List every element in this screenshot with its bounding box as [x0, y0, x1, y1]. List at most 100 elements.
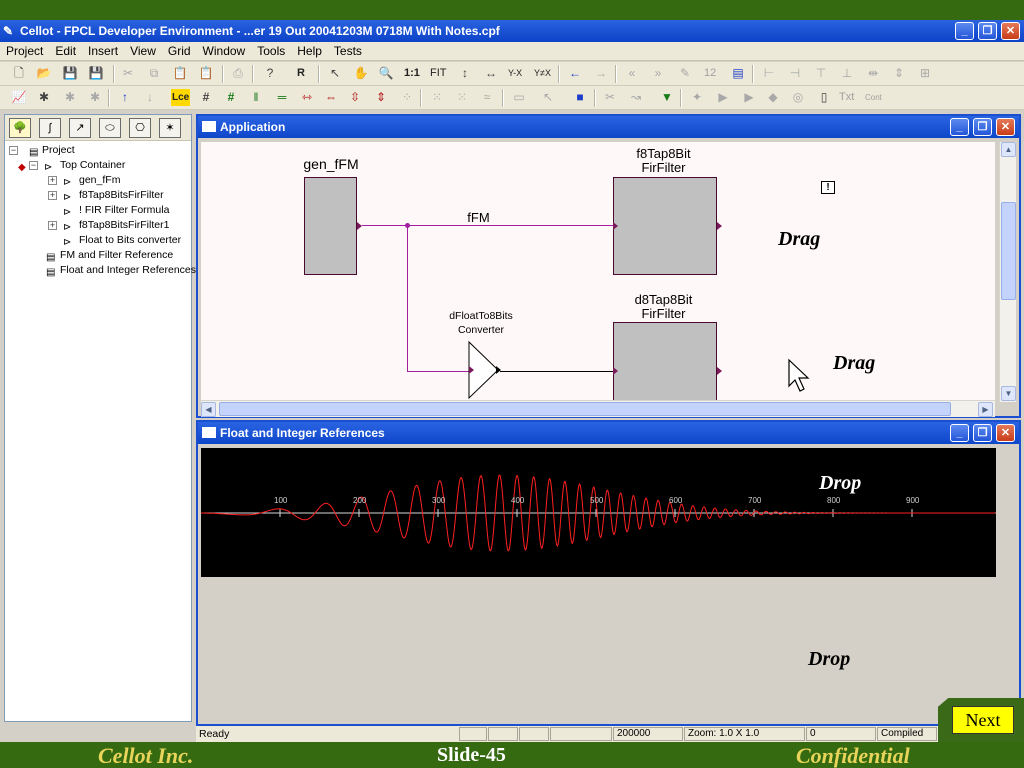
- tree-view-icon[interactable]: 🌳: [9, 118, 31, 138]
- app-maximize-button[interactable]: ❐: [973, 118, 992, 136]
- cut-icon[interactable]: ✂: [122, 66, 134, 80]
- menu-tests[interactable]: Tests: [333, 44, 362, 58]
- gear-icon[interactable]: ✱: [38, 90, 50, 104]
- label-button[interactable]: Lce: [171, 89, 191, 106]
- f8-filter-input-pin[interactable]: [613, 222, 618, 230]
- space-horizontal-icon[interactable]: ⇹: [867, 66, 879, 80]
- tree-item-f8tap8bitsfirfilter[interactable]: + ⊳ f8Tap8BitsFirFilter: [48, 189, 164, 203]
- cont-button[interactable]: Cont: [865, 93, 882, 102]
- notes-icon[interactable]: ▤: [732, 66, 744, 80]
- space-vertical-icon[interactable]: ⇕: [893, 66, 905, 80]
- gear-dim-icon[interactable]: ✱: [64, 90, 76, 104]
- pan-hand-icon[interactable]: ✋: [353, 66, 369, 80]
- scroll-thumb[interactable]: [1001, 202, 1016, 300]
- ratio-xy-button[interactable]: Y≠X: [534, 68, 551, 78]
- label-icon[interactable]: ⬭: [99, 118, 121, 138]
- function-icon[interactable]: ∫: [39, 118, 61, 138]
- menu-view[interactable]: View: [130, 44, 156, 58]
- r-button[interactable]: R: [297, 67, 305, 79]
- f8-filter-block[interactable]: [613, 177, 717, 275]
- folder-icon[interactable]: ▭: [513, 90, 525, 104]
- d8-filter-output-pin[interactable]: [717, 367, 722, 375]
- gear-dim-2-icon[interactable]: ✱: [89, 90, 101, 104]
- zoom-fit-button[interactable]: FIT: [430, 67, 447, 79]
- menu-help[interactable]: Help: [297, 44, 322, 58]
- d8-filter-block[interactable]: [613, 322, 717, 402]
- scroll-up-button[interactable]: ▲: [1001, 142, 1016, 157]
- circle-icon[interactable]: ◎: [792, 90, 804, 104]
- point-icon[interactable]: ◆: [768, 90, 778, 104]
- tree-item-fm-filter-reference[interactable]: ▤ FM and Filter Reference: [46, 249, 174, 263]
- app-close-button[interactable]: ✕: [996, 118, 1015, 136]
- rectangle-icon[interactable]: ■: [576, 90, 584, 104]
- schematic-canvas[interactable]: gen_fFM f8Tap8Bit FirFilter fFM ! d8Tap8…: [201, 142, 995, 402]
- connect-h-icon[interactable]: ⇿: [301, 90, 313, 104]
- f8-filter-output-pin[interactable]: [717, 222, 722, 230]
- menu-tools[interactable]: Tools: [257, 44, 286, 58]
- center-icon[interactable]: ⊞: [919, 66, 931, 80]
- fit-height-icon[interactable]: ↕: [462, 66, 468, 80]
- scroll-right-button[interactable]: ▶: [978, 402, 993, 417]
- app-vertical-scrollbar[interactable]: ▲ ▼: [999, 142, 1016, 402]
- menu-insert[interactable]: Insert: [88, 44, 119, 58]
- menu-edit[interactable]: Edit: [55, 44, 77, 58]
- horizontal-lines-icon[interactable]: ═: [277, 90, 287, 104]
- paste-special-icon[interactable]: 📋: [198, 66, 214, 80]
- back-arrow-icon[interactable]: ←: [569, 66, 581, 80]
- text-button[interactable]: Txt: [839, 91, 855, 103]
- copy-icon[interactable]: ⧉: [149, 66, 159, 80]
- ratio-yx-button[interactable]: Y-X: [508, 68, 523, 78]
- open-folder-icon[interactable]: 📂: [36, 66, 52, 80]
- probe-icon[interactable]: ✶: [159, 118, 181, 138]
- align-right-icon[interactable]: ⊣: [789, 66, 801, 80]
- scroll-down-button[interactable]: ▼: [1001, 386, 1016, 401]
- fit-width-icon[interactable]: ↔: [485, 66, 497, 80]
- plot-icon[interactable]: ↗: [69, 118, 91, 138]
- tree-item-top-container[interactable]: ◆ − ⊳ Top Container: [18, 159, 126, 173]
- first-page-icon[interactable]: «: [628, 66, 636, 80]
- connect-h2-icon[interactable]: ⇔: [325, 90, 337, 104]
- paste-icon[interactable]: 📋: [172, 66, 188, 80]
- zoom-icon[interactable]: 🔍: [378, 66, 394, 80]
- tree-item-gen-ffm[interactable]: + ⊳ gen_fFm: [48, 174, 121, 188]
- tree-item-float-integer-references[interactable]: ▤ Float and Integer References: [46, 264, 196, 278]
- references-title-bar[interactable]: Float and Integer References _ ❐ ✕: [198, 422, 1019, 444]
- note-marker-icon[interactable]: !: [821, 181, 835, 194]
- edit-page-icon[interactable]: ✎: [679, 66, 691, 80]
- app-horizontal-scrollbar[interactable]: ◀ ▶: [201, 400, 995, 417]
- d8-filter-input-pin[interactable]: [613, 367, 618, 375]
- step-icon[interactable]: ▶: [744, 90, 754, 104]
- menu-project[interactable]: Project: [6, 44, 44, 58]
- grid-icon[interactable]: #: [202, 90, 210, 104]
- refs-minimize-button[interactable]: _: [950, 424, 969, 442]
- wire-ffm-vertical[interactable]: [407, 225, 408, 372]
- reroute-icon[interactable]: ↝: [630, 90, 642, 104]
- next-button[interactable]: Next: [952, 706, 1014, 734]
- wire-ffm-horizontal[interactable]: [362, 225, 613, 226]
- select-pointer-icon[interactable]: ↖: [329, 66, 341, 80]
- run-icon[interactable]: ▶: [718, 90, 728, 104]
- tree-item-project[interactable]: − ▤ Project: [9, 144, 75, 158]
- save-icon[interactable]: 💾: [62, 66, 78, 80]
- new-file-icon[interactable]: 🗋: [14, 66, 24, 80]
- cut-wire-icon[interactable]: ✂: [604, 90, 616, 104]
- save-all-icon[interactable]: 💾: [88, 66, 104, 80]
- compile-icon[interactable]: ▼: [661, 90, 673, 104]
- last-page-icon[interactable]: »: [654, 66, 662, 80]
- dots-grid-icon[interactable]: ⁙: [431, 90, 443, 104]
- refs-maximize-button[interactable]: ❐: [973, 424, 992, 442]
- align-bottom-icon[interactable]: ⊥: [841, 66, 853, 80]
- tree-item-f8tap8bitsfirfilter1[interactable]: + ⊳ f8Tap8BitsFirFilter1: [48, 219, 170, 233]
- move-up-icon[interactable]: ↑: [122, 90, 128, 104]
- grid-green-icon[interactable]: #: [227, 90, 235, 104]
- gen-ffm-block[interactable]: [304, 177, 357, 275]
- print-icon[interactable]: ⎙: [233, 66, 243, 80]
- h-scroll-thumb[interactable]: [219, 402, 951, 416]
- help-icon[interactable]: ?: [266, 66, 274, 80]
- minimize-button[interactable]: _: [955, 22, 974, 40]
- zoom-1to1-button[interactable]: 1:1: [404, 67, 420, 79]
- align-top-icon[interactable]: ⊤: [815, 66, 827, 80]
- scroll-left-button[interactable]: ◀: [201, 402, 216, 417]
- block-icon[interactable]: ⎔: [129, 118, 151, 138]
- forward-arrow-icon[interactable]: →: [595, 66, 607, 80]
